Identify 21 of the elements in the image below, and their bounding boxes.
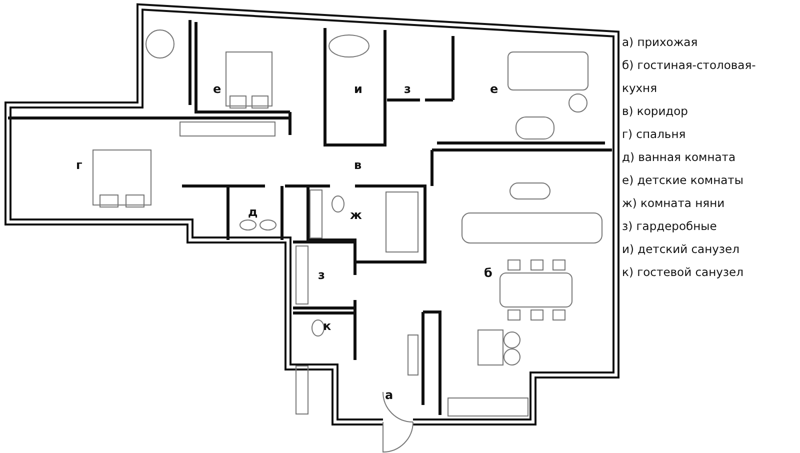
legend-item: и) детский санузел xyxy=(622,241,740,258)
room-letter: з xyxy=(404,82,411,96)
legend-item: з) гардеробные xyxy=(622,218,718,235)
legend-item: к) гостевой санузел xyxy=(622,264,744,281)
room-letter: з xyxy=(318,268,325,282)
legend-item: д) ванная комната xyxy=(622,149,737,166)
room-letter: е xyxy=(490,82,498,96)
legend-item: ж) комната няни xyxy=(622,195,726,212)
room-letter: е xyxy=(213,82,222,96)
legend-item: в) коридор xyxy=(622,103,689,120)
room-letter: к xyxy=(323,319,332,333)
legend-item: г) спальня xyxy=(622,126,687,143)
room-letter: г xyxy=(76,158,82,172)
room-letter: а xyxy=(385,388,394,402)
room-letter: д xyxy=(248,205,258,219)
room-letter: б xyxy=(484,266,492,280)
legend-item: а) прихожая xyxy=(622,34,699,51)
room-letter: в xyxy=(354,158,362,172)
legend-item: е) детские комнаты xyxy=(622,172,744,189)
room-letter: ж xyxy=(350,208,362,222)
room-letter: и xyxy=(354,82,362,96)
